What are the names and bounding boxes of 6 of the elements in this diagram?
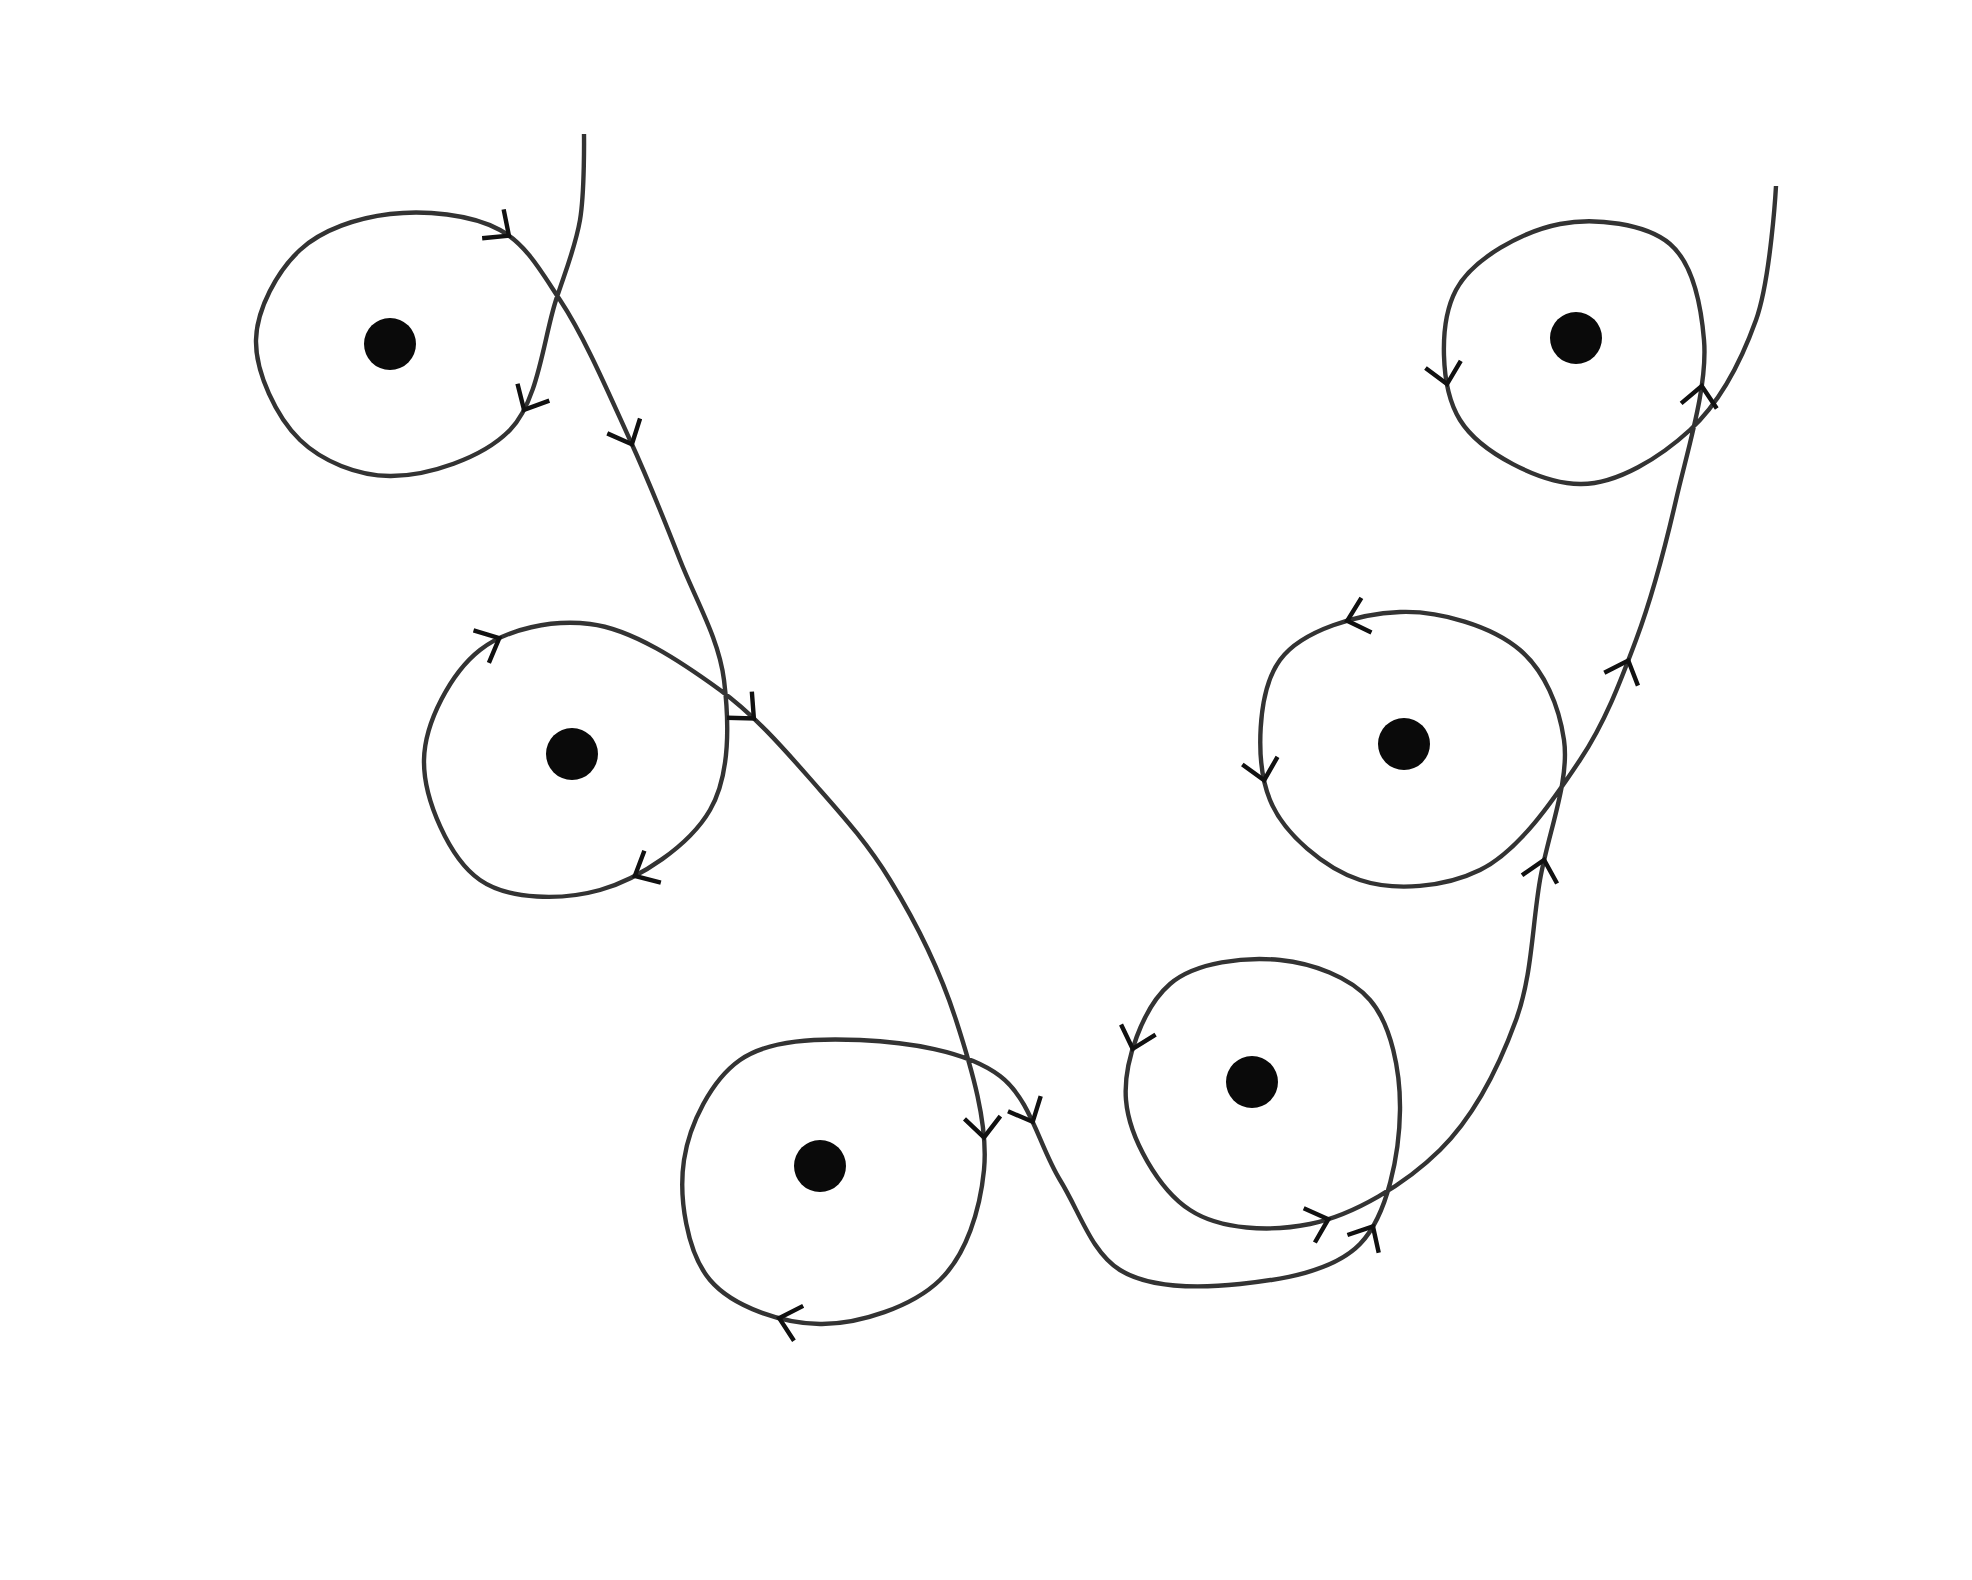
dot bbox=[1378, 718, 1430, 770]
dot bbox=[364, 318, 416, 370]
dot bbox=[546, 728, 598, 780]
dot bbox=[1550, 312, 1602, 364]
dot bbox=[1226, 1056, 1278, 1108]
dot bbox=[794, 1140, 846, 1192]
